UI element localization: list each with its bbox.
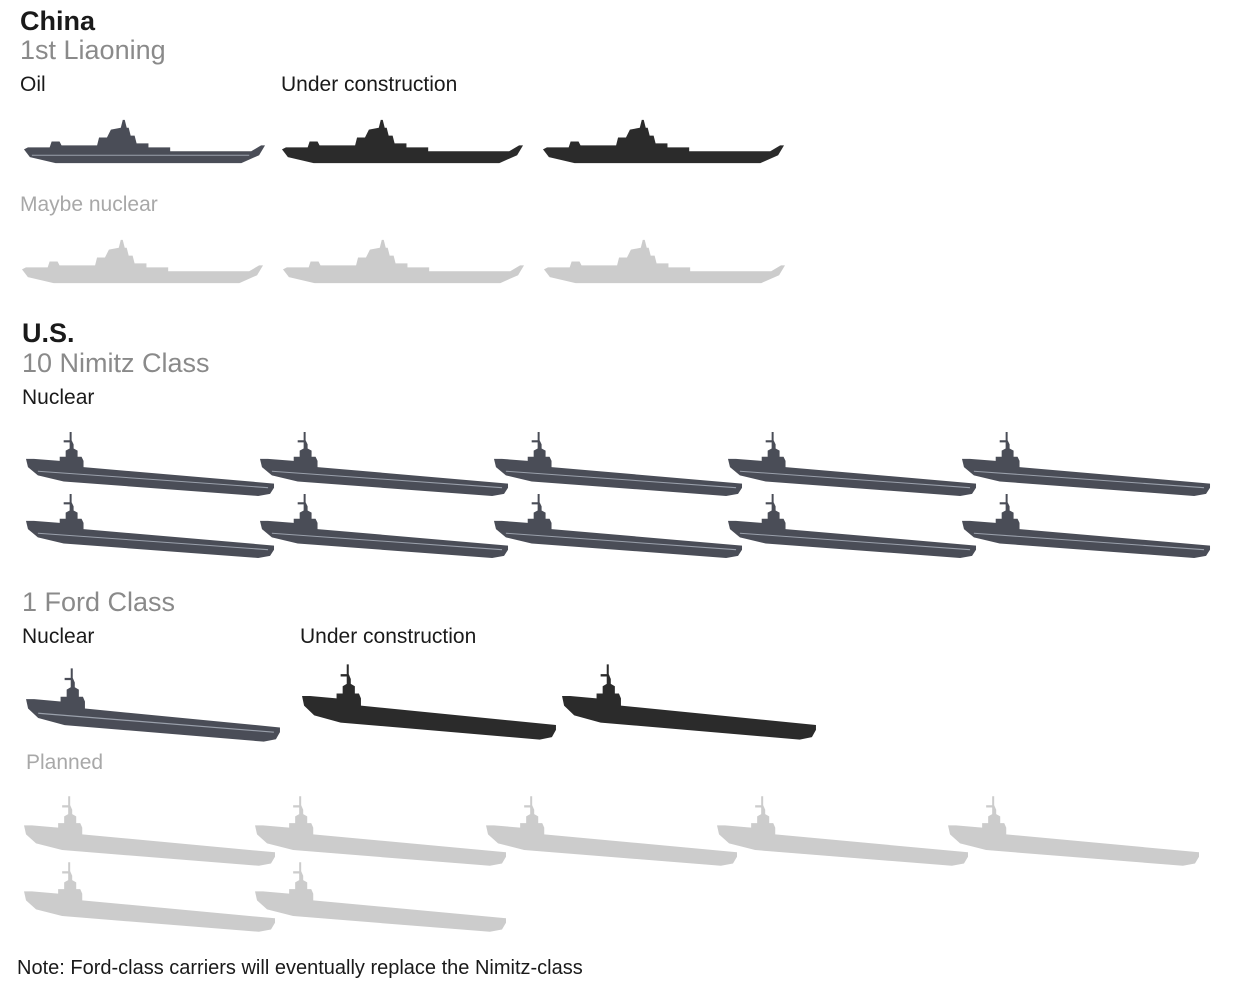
- class-title-liaoning: 1st Liaoning: [20, 35, 166, 65]
- carrier-nimitz-icon-deck-line: [271, 532, 503, 551]
- carrier-china-construction-icon: [541, 112, 786, 167]
- carrier-ford-planned-icon: [253, 794, 508, 868]
- carrier-china-maybe-nuclear-icon: [20, 232, 265, 287]
- carrier-nimitz-icon: [726, 430, 978, 498]
- footnote: Note: Ford-class carriers will eventuall…: [17, 957, 583, 979]
- class-title-ford: 1 Ford Class: [22, 587, 176, 617]
- carrier-nimitz-icon-deck-line: [505, 532, 737, 551]
- carrier-nimitz-icon: [960, 492, 1212, 560]
- carrier-ford-construction-icon: [560, 662, 818, 742]
- carrier-nimitz-icon: [24, 430, 276, 498]
- carrier-nimitz-icon-deck-line: [739, 470, 971, 489]
- carrier-nimitz-icon-shape: [25, 494, 275, 558]
- carrier-nimitz-icon-shape: [961, 432, 1211, 496]
- carrier-nimitz-icon-shape: [259, 494, 509, 558]
- label-maybe-nuclear: Maybe nuclear: [20, 193, 158, 216]
- label-oil: Oil: [20, 73, 46, 96]
- carrier-ford-planned-icon-shape: [255, 796, 506, 866]
- carrier-ford-planned-icon: [253, 860, 508, 934]
- carrier-ford-planned-icon-shape: [948, 796, 1199, 866]
- country-title-us: U.S.: [22, 318, 75, 348]
- label-nimitz-nuclear: Nuclear: [22, 386, 95, 409]
- carrier-nimitz-icon-deck-line: [973, 532, 1205, 551]
- carrier-nimitz-icon-deck-line: [37, 470, 269, 489]
- carrier-nimitz-icon: [492, 430, 744, 498]
- carrier-china-maybe-nuclear-icon: [281, 232, 526, 287]
- carrier-ford-construction-icon-shape: [562, 664, 816, 740]
- label-ford-nuclear: Nuclear: [22, 625, 95, 648]
- carrier-liaoning-icon-shape: [23, 119, 266, 164]
- label-planned: Planned: [26, 751, 104, 774]
- carrier-ford-icon-deck-line: [38, 712, 274, 733]
- carrier-nimitz-icon-shape: [25, 432, 275, 496]
- carrier-ford-icon: [24, 666, 282, 744]
- carrier-nimitz-icon: [258, 430, 510, 498]
- carrier-china-construction-icon-shape: [281, 119, 524, 164]
- class-title-nimitz: 10 Nimitz Class: [22, 348, 210, 378]
- carrier-nimitz-icon-deck-line: [973, 470, 1205, 489]
- carrier-nimitz-icon: [726, 492, 978, 560]
- carrier-ford-construction-icon: [300, 662, 558, 742]
- carrier-nimitz-icon-shape: [727, 494, 977, 558]
- carrier-nimitz-icon: [24, 492, 276, 560]
- carrier-ford-icon-shape: [26, 668, 280, 742]
- carrier-nimitz-icon-deck-line: [739, 532, 971, 551]
- carrier-ford-planned-icon-shape: [717, 796, 968, 866]
- carrier-china-construction-icon-shape: [542, 119, 785, 164]
- carrier-nimitz-icon-shape: [493, 432, 743, 496]
- carrier-nimitz-icon-deck-line: [505, 470, 737, 489]
- carrier-nimitz-icon-shape: [961, 494, 1211, 558]
- label-china-under-construction: Under construction: [281, 73, 458, 96]
- label-ford-under-construction: Under construction: [300, 625, 477, 648]
- carrier-nimitz-icon-shape: [259, 432, 509, 496]
- carrier-china-construction-icon: [280, 112, 525, 167]
- carrier-ford-planned-icon: [484, 794, 739, 868]
- country-title-china: China: [20, 6, 96, 36]
- carrier-ford-planned-icon: [22, 860, 277, 934]
- carrier-ford-planned-icon: [946, 794, 1201, 868]
- carrier-ford-planned-icon-shape: [24, 796, 275, 866]
- carrier-ford-planned-icon: [22, 794, 277, 868]
- carrier-ford-construction-icon-shape: [302, 664, 556, 740]
- carrier-nimitz-icon: [258, 492, 510, 560]
- carrier-nimitz-icon-shape: [727, 432, 977, 496]
- carrier-liaoning-icon: [22, 112, 267, 167]
- carrier-china-maybe-nuclear-icon-shape: [21, 239, 264, 284]
- carrier-nimitz-icon-shape: [493, 494, 743, 558]
- carrier-china-maybe-nuclear-icon-shape: [543, 239, 786, 284]
- carrier-nimitz-icon: [492, 492, 744, 560]
- carrier-nimitz-icon-deck-line: [37, 532, 269, 551]
- carrier-ford-planned-icon-shape: [255, 862, 506, 932]
- carrier-china-maybe-nuclear-icon: [542, 232, 787, 287]
- carrier-china-maybe-nuclear-icon-shape: [282, 239, 525, 284]
- carrier-nimitz-icon: [960, 430, 1212, 498]
- carrier-ford-planned-icon-shape: [24, 862, 275, 932]
- carrier-ford-planned-icon-shape: [486, 796, 737, 866]
- carrier-ford-planned-icon: [715, 794, 970, 868]
- carrier-nimitz-icon-deck-line: [271, 470, 503, 489]
